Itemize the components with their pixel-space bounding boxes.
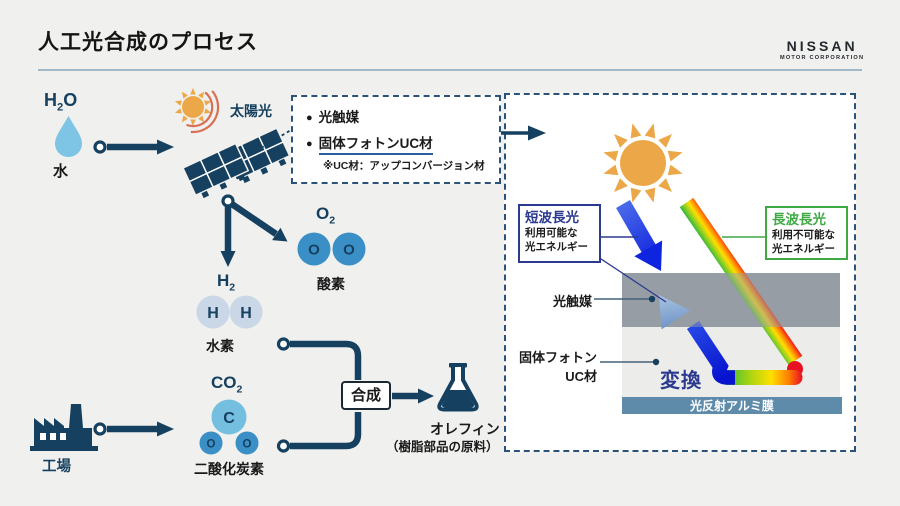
flask-icon	[437, 363, 479, 412]
co2-atom-o2: O	[243, 439, 252, 451]
bullet-icon: ●	[306, 112, 313, 124]
short-wave-desc1: 利用可能な	[525, 226, 578, 239]
page-title: 人工光合成のプロセス	[38, 31, 258, 54]
factory-label: 工場	[42, 459, 71, 475]
short-wave-label-box: 短波長光 利用可能な 光エネルギー	[518, 204, 601, 263]
long-wave-label-box: 長波長光 利用不可能な 光エネルギー	[765, 206, 848, 260]
co2-label: 二酸化炭素	[194, 461, 264, 477]
co2-molecule-icon: C O O	[197, 399, 261, 457]
co2-atom-c: C	[223, 410, 235, 427]
converted-light-arrowhead	[659, 295, 690, 330]
brand-name: NISSAN	[786, 38, 858, 54]
nissan-logo: NISSAN MOTOR CORPORATION	[780, 38, 864, 61]
water-droplet-icon	[55, 116, 82, 157]
sun-icon-large	[601, 121, 685, 205]
h2-molecule-icon: H H	[196, 295, 263, 329]
co2-formula: CO2	[211, 373, 243, 396]
arrow-factory-to-co2	[93, 421, 174, 437]
olefin-note: （樹脂部品の原料）	[386, 440, 499, 454]
materials-callout-box: ●光触媒 ●固体フォトンUC材 ※UC材：アップコンバージョン材	[291, 95, 501, 184]
uc-material-pointer-line	[600, 358, 660, 366]
connector-co2-to-synthesis	[276, 412, 362, 453]
long-wave-desc2: 光エネルギー	[772, 242, 835, 255]
oxygen-label: 酸素	[317, 276, 345, 292]
short-wave-blue-arrow	[616, 199, 663, 271]
arrow-water-to-solar	[93, 139, 174, 155]
short-wave-desc2: 光エネルギー	[525, 240, 588, 253]
solar-panel-icon	[182, 127, 290, 199]
h2-formula: H2	[217, 271, 236, 294]
co2-atom-o1: O	[207, 439, 216, 451]
sun-icon-small	[174, 88, 212, 126]
callout-item-photocatalyst: ●光触媒	[306, 110, 360, 125]
olefin-label: オレフィン	[430, 421, 500, 437]
photocatalyst-label: 光触媒	[552, 294, 592, 309]
dotted-connector	[255, 129, 292, 152]
callout-item-uc-material: ●固体フォトンUC材	[306, 132, 499, 155]
h2-atom-1: H	[207, 305, 219, 322]
conversion-label: 変換	[660, 370, 702, 392]
factory-icon	[30, 404, 98, 451]
sunlight-label: 太陽光	[230, 103, 272, 119]
brand-subtitle: MOTOR CORPORATION	[780, 55, 865, 61]
short-wave-title: 短波長光	[525, 210, 579, 225]
uc-material-label: 固体フォトン UC材	[518, 350, 597, 384]
photocatalyst-layer-overlay	[622, 273, 840, 327]
o2-atom-2: O	[343, 242, 355, 259]
converted-pointer-line	[588, 250, 667, 303]
aluminum-film-bar	[622, 397, 842, 414]
connector-h2-to-synthesis	[276, 337, 362, 380]
hydrogen-label: 水素	[206, 338, 234, 354]
sunlight-waves-icon	[186, 90, 220, 134]
long-wave-title: 長波長光	[772, 212, 826, 227]
callout-note: ※UC材：アップコンバージョン材	[323, 160, 485, 172]
water-label: 水	[53, 163, 69, 180]
arrow-solar-branch	[220, 194, 288, 267]
aluminum-film-label: 光反射アルミ膜	[690, 399, 774, 413]
converted-light-band	[686, 320, 735, 385]
arrow-synthesis-to-olefin	[392, 388, 434, 404]
o2-formula: O2	[316, 204, 336, 227]
long-wave-desc1: 利用不可能な	[772, 228, 835, 241]
h2-atom-2: H	[240, 305, 252, 322]
o2-atom-1: O	[308, 242, 320, 259]
synthesis-box: 合成	[341, 381, 391, 410]
header-divider	[38, 69, 862, 71]
o2-molecule-icon: O O	[297, 232, 366, 266]
photocatalyst-pointer-line	[594, 295, 656, 303]
bullet-icon: ●	[306, 138, 313, 150]
h2o-formula: H2O	[44, 90, 78, 114]
